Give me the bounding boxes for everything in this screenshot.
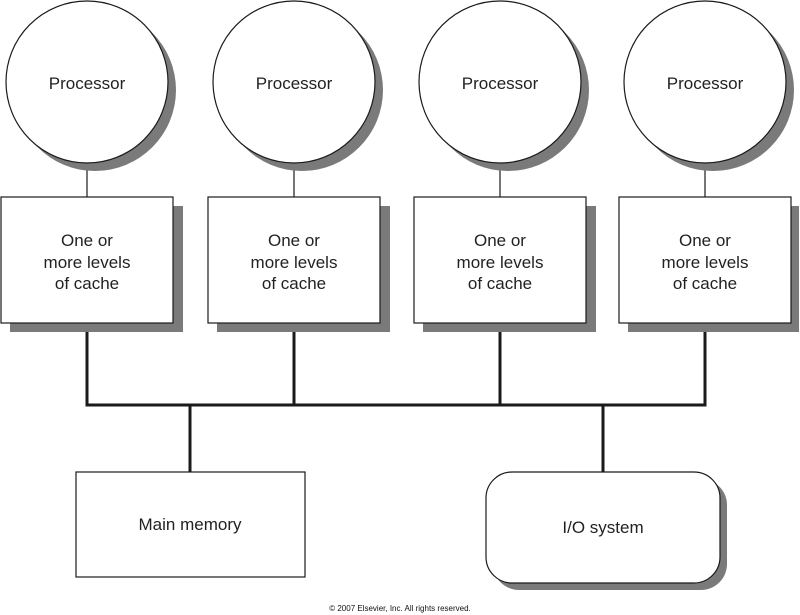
cache-box [0, 196, 174, 324]
processor-label: Processor [667, 74, 744, 93]
io-system-node: I/O system [485, 471, 727, 590]
cache-box [413, 196, 587, 324]
cache-label-line-1: One or [61, 231, 113, 250]
cache-box [207, 196, 381, 324]
cache-label-line-2: more levels [251, 253, 338, 272]
processor-label: Processor [49, 74, 126, 93]
processor-label: Processor [256, 74, 333, 93]
processor-label: Processor [462, 74, 539, 93]
io-system-label: I/O system [562, 518, 643, 537]
processor-node-4: Processor One or more levels of cache [618, 0, 799, 332]
processor-circle [5, 0, 169, 164]
cache-label-line-2: more levels [457, 253, 544, 272]
processor-circle [418, 0, 582, 164]
cache-label-line-3: of cache [468, 274, 532, 293]
cache-label-line-3: of cache [55, 274, 119, 293]
processor-node-2: Processor One or more levels of cache [207, 0, 390, 332]
main-memory-node: Main memory [75, 471, 306, 578]
cache-label-line-3: of cache [673, 274, 737, 293]
copyright-notice: © 2007 Elsevier, Inc. All rights reserve… [329, 604, 471, 613]
processor-node-3: Processor One or more levels of cache [413, 0, 596, 332]
main-memory-label: Main memory [139, 515, 242, 534]
cache-label-line-1: One or [474, 231, 526, 250]
cache-box [618, 196, 792, 324]
processor-node-1: Processor One or more levels of cache [0, 0, 183, 332]
cache-label-line-1: One or [268, 231, 320, 250]
processor-circle [623, 0, 787, 164]
main-memory-box [75, 471, 306, 578]
cache-label-line-1: One or [679, 231, 731, 250]
interconnect-bus [85, 322, 707, 472]
processor-circle [212, 0, 376, 164]
cache-label-line-2: more levels [662, 253, 749, 272]
io-system-box [485, 471, 721, 584]
cache-label-line-3: of cache [262, 274, 326, 293]
cache-label-line-2: more levels [44, 253, 131, 272]
